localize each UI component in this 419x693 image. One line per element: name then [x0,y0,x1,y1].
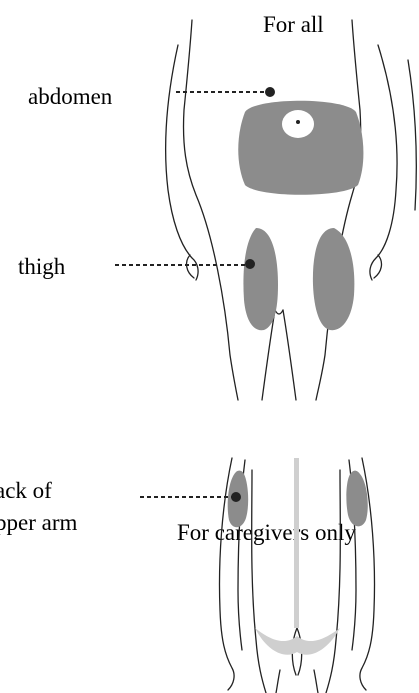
back-right-leg-outline [314,670,318,693]
buttock-shading [255,628,340,655]
front-left-arm-outline [166,45,198,280]
abdomen-leader-dot [265,87,275,97]
spine-highlight [294,458,299,628]
right-upper-arm-injection-area [346,471,367,527]
back-left-torso-outline [252,470,266,693]
front-right-edge-outline [408,60,416,210]
thigh-leader-dot [245,259,255,269]
front-right-arm-outline [370,45,397,280]
right-thigh-injection-area [313,228,354,330]
back-right-torso-outline [326,470,340,693]
front-left-body-outline [184,20,239,400]
front-body-figure [166,20,417,400]
front-inner-right-leg-outline [283,310,296,400]
front-crotch-outline [275,310,283,314]
back-left-leg-outline [276,670,280,693]
front-right-body-outline [316,20,361,400]
left-thigh-injection-area [243,228,278,330]
upper-arm-leader-dot [231,492,241,502]
navel-dot [296,120,300,124]
